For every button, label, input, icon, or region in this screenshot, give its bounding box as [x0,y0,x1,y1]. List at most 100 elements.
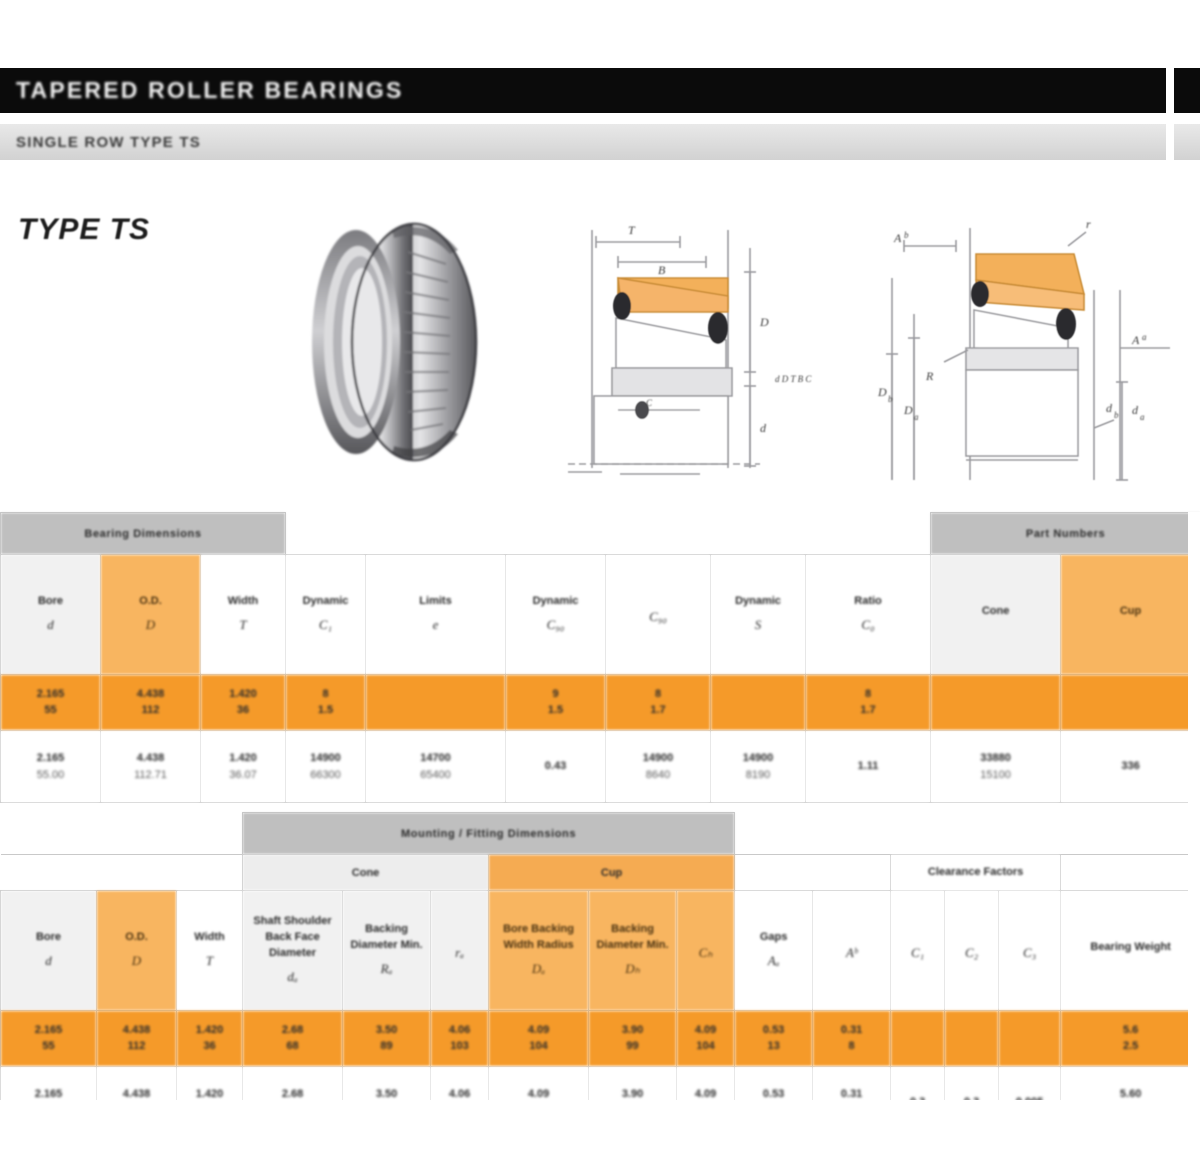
table2-col-weight: Bearing Weight [1060,890,1200,1011]
page-right-margin [1188,512,1200,1102]
table1-group-spacer [285,512,931,555]
page-bottom-margin [0,1100,1200,1165]
table2-col-cup-radius: Cₕ [676,890,736,1011]
dim-label-R: R [925,369,934,383]
page-title: TAPERED ROLLER BEARINGS [16,77,404,103]
dim-label-Db-sub: b [888,394,893,404]
table1-hl-cell-4 [365,674,506,731]
diagram-bearing-cross-section: T B D d C d D T B C [560,200,890,500]
bearing-dimensions-table: Bearing Dimensions Part Numbers Bore d O… [0,512,1200,803]
table1-group-part-numbers: Part Numbers [930,512,1200,555]
dim-label-Da: D [903,403,913,417]
table1-cell-8: 1.11 [804,730,932,803]
table1-col-width: Width T [200,554,286,675]
table2-col-gap-ab: Aᵇ [812,890,892,1011]
table1-cell-10: 336 [1060,730,1200,803]
table2-col-od: O.D.D [96,890,177,1011]
table2-col-cone-radius: rₐ [430,890,490,1011]
table1-cell-5: 0.43 [505,730,606,803]
dim-label-Aa: A [1131,333,1140,347]
table1-hl-cell-9 [930,674,1062,731]
table1-col-dynamic-s: Dynamic S [710,554,806,675]
diagram-mounting-dimensions: A b A a r D b D a R d b d a [870,198,1200,500]
table2-col-c2: C₂ [944,890,1000,1011]
dim-label-Db: D [877,385,887,399]
table1-col-limits: Limits e [365,554,506,675]
table2-col-c1: C₁ [890,890,946,1011]
table2-subgroup-blank-left [0,854,243,891]
table2-subgroup-blank-mid [734,854,891,891]
table1-col-dynamic-c1: Dynamic C₁ [285,554,366,675]
table1-group-header-row: Bearing Dimensions Part Numbers [0,512,1200,555]
dim-note-left: d D T B C [775,374,812,384]
table2-group-spacer-right [734,812,1200,855]
table1-col-od: O.D. D [100,554,201,675]
table2-group-mounting: Mounting / Fitting Dimensions [242,812,736,855]
page-subtitle-bar: SINGLE ROW TYPE TS [0,124,1166,160]
table1-col-cone: Cone [930,554,1062,675]
table1-col-dynamic-c90b: C₉₀ [605,554,711,675]
table1-hl-cell-7 [710,674,806,731]
dim-label-r: r [1086,217,1091,231]
table2-hl-cell-11 [890,1010,946,1067]
dim-label-Da-sub: a [914,412,919,422]
dim-label-C: C [646,398,653,408]
mounting-dimensions-table: Mounting / Fitting Dimensions Cone Cup C… [0,812,1200,1139]
page-subtitle-bar-edge [1174,124,1200,160]
table1-group-dimensions: Bearing Dimensions [0,512,286,555]
dim-label-Aa-sub: a [1142,332,1147,342]
table2-col-cup-backing: Backing Diameter Min.Dₕ [588,890,678,1011]
page-title-bar: TAPERED ROLLER BEARINGS [0,68,1166,113]
dim-label-da-sub: a [1140,412,1145,422]
dim-label-D: D [759,315,769,329]
dim-label-d: d [760,421,767,435]
table1-col-ratio: Ratio C₀ [804,554,932,675]
dim-label-B: B [658,263,666,277]
page-subtitle: SINGLE ROW TYPE TS [16,133,201,151]
type-label: TYPE TS [18,213,151,246]
table2-subgroup-cone: Cone [242,854,490,891]
dim-label-Ab: A [893,231,902,245]
table2-subgroup-row: Cone Cup Clearance Factors [0,854,1200,891]
dim-label-db: d [1106,401,1113,415]
table2-subgroup-clearance: Clearance Factors [890,854,1062,891]
table1-col-dynamic-c90: Dynamic C₉₀ [505,554,606,675]
table2-group-spacer-left [0,812,243,855]
table2-col-cone-backing: Backing Diameter Min.Rₐ [342,890,432,1011]
dim-label-T: T [628,223,636,237]
